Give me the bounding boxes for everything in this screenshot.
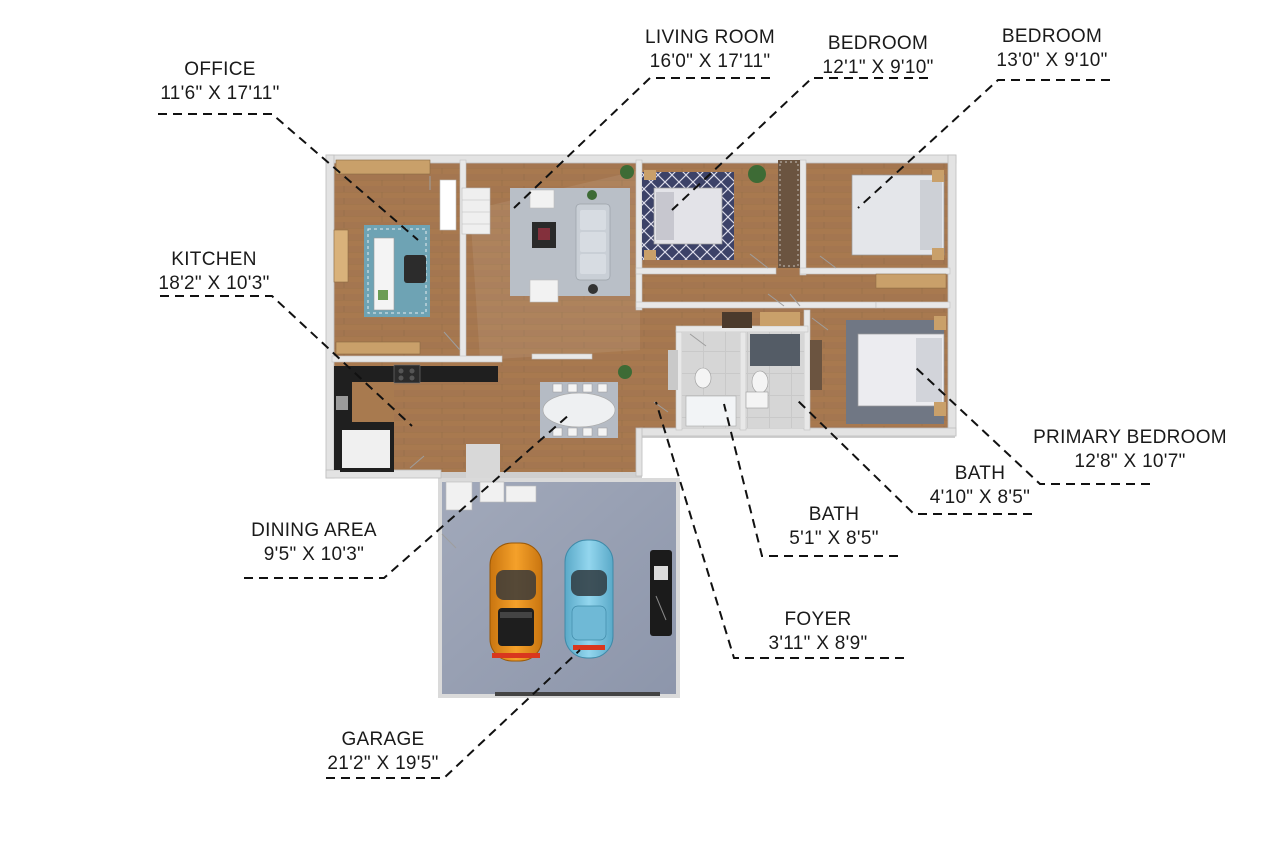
office-leader — [158, 113, 419, 241]
label-office: OFFICE 11'6" X 17'11" — [130, 58, 310, 106]
bedroom-1-name: BEDROOM — [827, 33, 929, 54]
car-blue — [564, 539, 614, 659]
foyer-dims: 3'11" X 8'9" — [768, 633, 868, 654]
bedroom-2-furniture — [851, 170, 947, 289]
bath-2-room — [682, 332, 740, 428]
bedroom-1-furniture — [620, 165, 766, 260]
kitchen-dims: 18'2" X 10'3" — [158, 273, 270, 294]
foyer-room — [644, 312, 752, 426]
label-primary-bedroom: PRIMARY BEDROOM 12'8" X 10'7" — [1020, 426, 1240, 474]
office-name: OFFICE — [184, 59, 256, 80]
label-kitchen: KITCHEN 18'2" X 10'3" — [124, 248, 304, 296]
label-bedroom-2: BEDROOM 13'0" X 9'10" — [962, 25, 1142, 73]
living-room-leader — [513, 77, 770, 209]
living-room-name: LIVING ROOM — [645, 27, 775, 48]
living-room-dims: 16'0" X 17'11" — [649, 51, 771, 72]
dining-area-name: DINING AREA — [251, 520, 377, 541]
bath-1-dims: 4'10" X 8'5" — [929, 487, 1031, 508]
door-swings — [409, 176, 837, 549]
bedroom-2-dims: 13'0" X 9'10" — [996, 50, 1108, 71]
bath-2-dims: 5'1" X 8'5" — [789, 528, 879, 549]
closet — [778, 160, 800, 268]
bath-1-name: BATH — [954, 463, 1006, 484]
label-bedroom-1: BEDROOM 12'1" X 9'10" — [788, 32, 968, 80]
label-living-room: LIVING ROOM 16'0" X 17'11" — [620, 26, 800, 74]
garage-dims: 21'2" X 19'5" — [327, 753, 439, 774]
bedroom-1-dims: 12'1" X 9'10" — [822, 57, 934, 78]
bath-1-leader — [794, 397, 1032, 515]
primary-bedroom-name: PRIMARY BEDROOM — [1033, 427, 1227, 448]
bath-2-name: BATH — [808, 504, 860, 525]
dining-area-dims: 9'5" X 10'3" — [263, 544, 365, 565]
leader-lines — [158, 77, 1150, 779]
primary-bedroom-leader — [913, 365, 1150, 485]
primary-bedroom-furniture — [810, 316, 946, 424]
bath-1-room — [745, 312, 804, 428]
interior-walls — [331, 159, 951, 431]
label-bath-2: BATH 5'1" X 8'5" — [744, 503, 924, 551]
bedroom-2-name: BEDROOM — [1001, 26, 1103, 47]
bedroom-2-leader — [857, 79, 1110, 209]
garage-workbench — [650, 550, 672, 636]
stair-steps — [461, 187, 491, 235]
kitchen-name: KITCHEN — [171, 249, 257, 270]
label-garage: GARAGE 21'2" X 19'5" — [293, 728, 473, 776]
porch — [466, 444, 500, 478]
living-room-furniture — [510, 188, 630, 303]
foyer-name: FOYER — [784, 609, 852, 630]
house — [325, 154, 957, 698]
kitchen-leader — [160, 295, 413, 427]
bedroom-1-leader — [671, 77, 928, 211]
office-dims: 11'6" X 17'11" — [160, 83, 280, 104]
dining-leader — [244, 413, 571, 579]
label-foyer: FOYER 3'11" X 8'9" — [728, 608, 908, 656]
primary-bedroom-dims: 12'8" X 10'7" — [1074, 451, 1186, 472]
office-furniture — [333, 159, 457, 355]
label-dining-area: DINING AREA 9'5" X 10'3" — [224, 519, 404, 567]
car-orange — [489, 542, 543, 662]
label-bath-1: BATH 4'10" X 8'5" — [890, 462, 1070, 510]
foyer-leader — [655, 401, 904, 659]
dining-furniture — [540, 365, 632, 438]
kitchen-furniture — [334, 364, 498, 472]
garage-name: GARAGE — [341, 729, 425, 750]
bath-2-leader — [723, 403, 898, 557]
garage-leader — [326, 649, 581, 779]
